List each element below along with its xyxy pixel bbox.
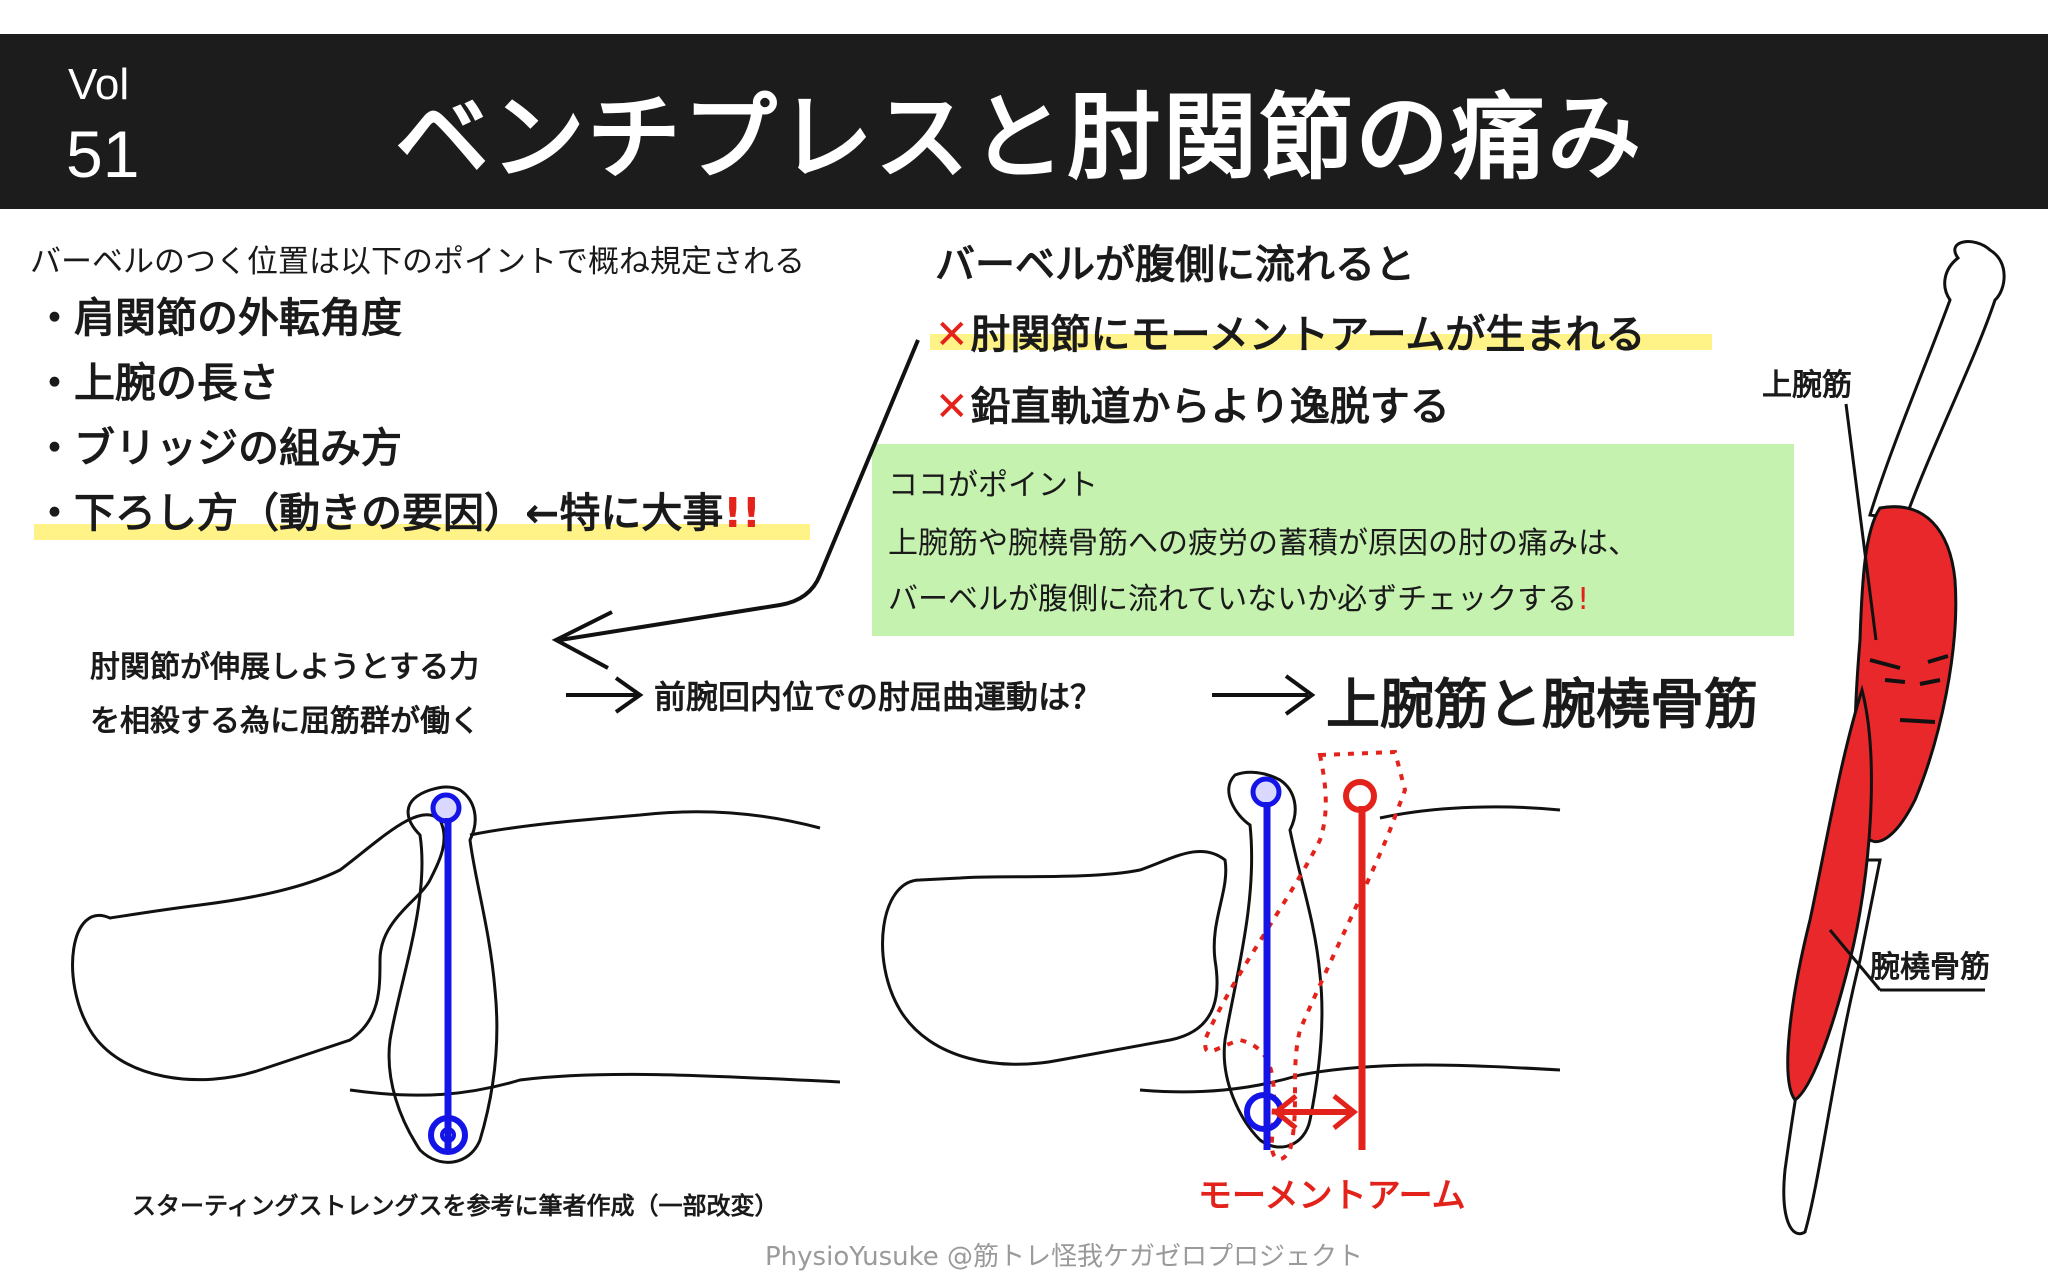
moment-arm-label: モーメントアーム — [1198, 1176, 1466, 1216]
humerus-bone — [1868, 240, 2006, 522]
arm-muscle-illustration — [1782, 240, 2006, 1236]
figure-caption: スターティングストレングスを参考に筆者作成（一部改変） — [132, 1192, 779, 1220]
credit-text: PhysioYusuke @筋トレ怪我ケガゼロプロジェクト — [765, 1242, 1364, 1272]
point-item: ✕肘関節にモーメントアームが生まれる — [935, 302, 1645, 360]
point-box-title: ココがポイント — [888, 468, 1098, 503]
list-item-highlight: 下ろし方（動きの要因）←特に大事!! — [34, 487, 761, 552]
point-text: 鉛直軌道からより逸脱する — [970, 384, 1450, 430]
red-x-icon: ✕ — [935, 312, 969, 358]
back-outline — [1139, 1063, 1561, 1094]
shifted-barbell-marker — [1343, 779, 1377, 813]
point-text: 肘関節にモーメントアームが生まれる — [970, 312, 1646, 358]
barbell-marker — [428, 1115, 468, 1155]
list-item-text: 下ろし方（動きの要因）←特に大事 — [74, 489, 724, 537]
brachioradialis-leader-line — [1828, 929, 1882, 991]
chain-arrowhead — [614, 676, 644, 714]
exclamation-icon: ! — [1577, 582, 1590, 617]
conclusion-text: 上腕筋と腕橈骨筋 — [1326, 673, 1758, 736]
point-item: ✕鉛直軌道からより逸脱する — [935, 374, 1450, 432]
figure-drift-position — [881, 770, 1561, 1149]
shoulder-joint-marker — [430, 792, 462, 824]
point-box-line: バーベルが腹側に流れていないか必ずチェックする! — [888, 574, 1589, 618]
chain-question: 前腕回内位での肘屈曲運動は？ — [654, 678, 1103, 716]
shoulder-joint-marker — [1250, 776, 1282, 808]
volume-number: 51 — [66, 117, 140, 191]
page-title: ベンチプレスと肘関節の痛み — [395, 84, 1644, 193]
title-banner: Vol 51 ベンチプレスと肘関節の痛み — [0, 34, 2048, 209]
highlight-underline-right — [930, 334, 1712, 350]
back-outline — [349, 1072, 841, 1097]
force-text-line: を相殺する為に屈筋群が働く — [90, 704, 480, 739]
red-x-icon: ✕ — [935, 384, 969, 430]
brachialis-muscle — [1853, 505, 1958, 844]
brachialis-leader-line — [1844, 403, 1878, 641]
body-outline — [1379, 805, 1561, 820]
point-box: ココがポイント 上腕筋や腕橈骨筋への疲労の蓄積が原因の肘の痛みは、 バーベルが腹… — [872, 444, 1794, 636]
brachialis-label: 上腕筋 — [1762, 368, 1852, 403]
body-outline — [469, 810, 821, 837]
pointer-arrowhead — [551, 610, 613, 670]
muscle-face — [1869, 654, 1949, 724]
head-outline — [881, 849, 1228, 1066]
brachioradialis-label: 腕橈骨筋 — [1870, 950, 1990, 985]
figure-start-position — [71, 785, 841, 1164]
list-item: 上腕の長さ — [34, 357, 761, 422]
conclusion-arrowhead — [1284, 674, 1316, 716]
list-item: 肩関節の外転角度 — [34, 292, 761, 357]
moment-arm-arrowhead-right — [1332, 1094, 1359, 1130]
right-heading: バーベルが腹側に流れると — [935, 242, 1415, 288]
pointer-arrow — [559, 339, 920, 642]
brachioradialis-muscle — [1786, 684, 1873, 1103]
head-outline — [71, 813, 446, 1082]
factor-list: 肩関節の外転角度 上腕の長さ ブリッジの組み方 下ろし方（動きの要因）←特に大事… — [34, 292, 761, 552]
arm-outline — [1222, 770, 1324, 1149]
exclamation-icon: !! — [723, 489, 761, 537]
intro-text: バーベルのつく位置は以下のポイントで概ね規定される — [30, 244, 805, 280]
barbell-marker-inner — [440, 1127, 456, 1143]
force-text-line: 肘関節が伸展しようとする力 — [90, 650, 480, 685]
arm-outline — [387, 785, 499, 1164]
list-item: ブリッジの組み方 — [34, 422, 761, 487]
point-box-line: 上腕筋や腕橈骨筋への疲労の蓄積が原因の肘の痛みは、 — [888, 526, 1638, 561]
moment-arm-arrowhead-left — [1271, 1094, 1298, 1130]
point-box-line-text: バーベルが腹側に流れていないか必ずチェックする — [888, 582, 1578, 617]
volume-label: Vol — [68, 60, 130, 109]
